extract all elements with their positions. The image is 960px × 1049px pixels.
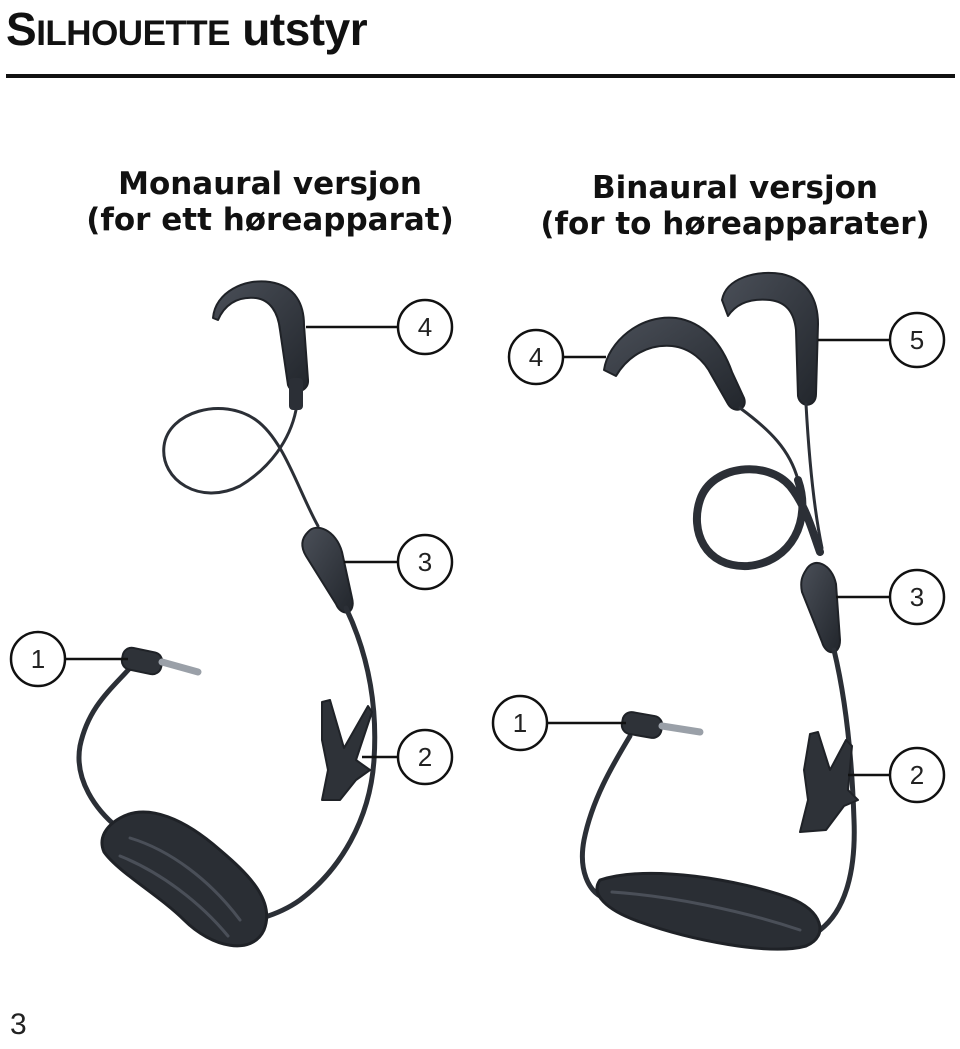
monaural-clip — [321, 699, 373, 801]
callout-right-3: 3 — [836, 568, 946, 626]
callout-left-4-label: 4 — [418, 312, 432, 342]
title-rest: utstyr — [242, 3, 368, 55]
binaural-jack-tip — [658, 722, 704, 736]
binaural-ear-hook-right — [721, 272, 819, 406]
monaural-thin-wire — [162, 407, 320, 528]
binaural-caption-line2: (for to høreapparater) — [540, 206, 930, 242]
callout-left-3: 3 — [344, 533, 454, 591]
binaural-coil — [595, 871, 822, 951]
binaural-loop — [692, 465, 824, 571]
binaural-cable — [817, 647, 857, 933]
monaural-inline-control — [301, 526, 354, 614]
header-rule — [6, 74, 955, 78]
page-title: SILHOUETTE utstyr — [6, 2, 368, 61]
monaural-device — [76, 280, 378, 948]
callout-right-1-label: 1 — [513, 708, 527, 738]
binaural-jack-cable — [579, 733, 633, 899]
callout-right-4: 4 — [507, 328, 606, 386]
callout-left-2-label: 2 — [418, 742, 432, 772]
monaural-caption: Monaural versjon (for ett høreapparat) — [60, 166, 480, 238]
callout-right-2-label: 2 — [910, 760, 924, 790]
callout-right-5: 5 — [818, 311, 946, 369]
callout-right-5-label: 5 — [910, 325, 924, 355]
callout-right-3-label: 3 — [910, 582, 924, 612]
monaural-coil — [100, 810, 269, 948]
binaural-wire-left — [738, 406, 800, 482]
callout-left-2: 2 — [362, 728, 454, 786]
monaural-ear-hook — [212, 280, 309, 393]
binaural-ear-hook-left — [603, 316, 746, 411]
callout-left-3-label: 3 — [418, 547, 432, 577]
callout-right-4-label: 4 — [529, 342, 543, 372]
monaural-cable — [259, 605, 378, 921]
binaural-clip — [799, 731, 859, 833]
page-number: 3 — [10, 1008, 27, 1041]
monaural-hook-plug — [289, 378, 303, 410]
callout-left-1: 1 — [9, 630, 128, 688]
binaural-caption: Binaural versjon (for to høreapparater) — [530, 170, 940, 242]
binaural-device — [579, 272, 859, 951]
binaural-wire-right — [804, 402, 824, 550]
binaural-jack-body — [620, 711, 664, 739]
callout-right-1: 1 — [491, 694, 626, 752]
callouts: 4 3 1 2 4 5 — [9, 298, 946, 804]
callout-right-2: 2 — [848, 746, 946, 804]
monaural-caption-line1: Monaural versjon — [118, 166, 422, 202]
title-initial: S — [6, 3, 37, 55]
monaural-jack-cable — [76, 665, 133, 831]
binaural-caption-line1: Binaural versjon — [592, 170, 878, 206]
monaural-caption-line2: (for ett høreapparat) — [86, 202, 454, 238]
callout-left-1-label: 1 — [31, 644, 45, 674]
title-smallcaps: ILHOUETTE — [36, 14, 231, 53]
callout-left-4: 4 — [306, 298, 454, 356]
binaural-inline-control — [800, 562, 841, 654]
monaural-jack-tip — [158, 658, 202, 676]
